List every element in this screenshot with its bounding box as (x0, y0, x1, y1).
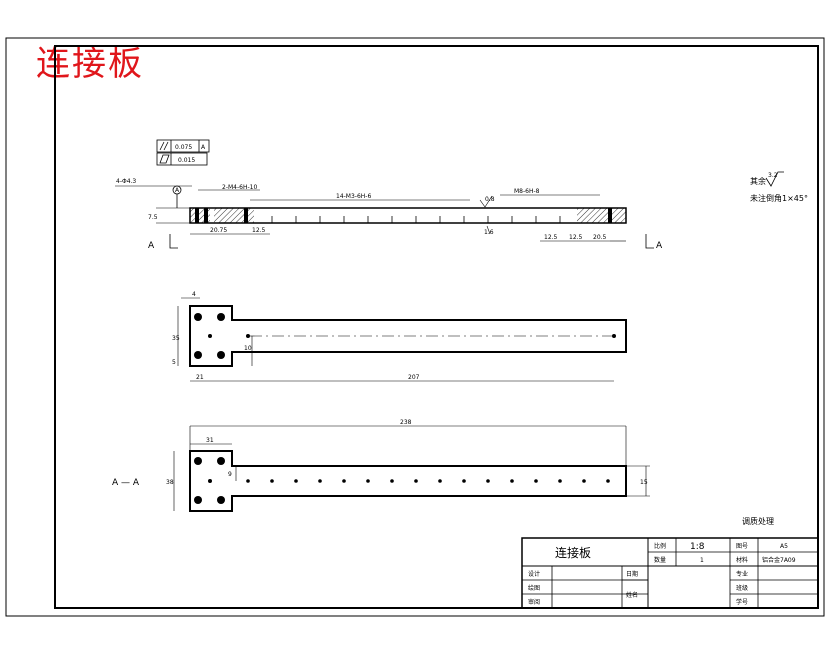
dim-10: 10 (244, 345, 252, 352)
datum-symbol: A (175, 187, 180, 194)
inner-frame (54, 45, 819, 609)
dim-9: 9 (228, 471, 232, 478)
tb-class-label: 班级 (736, 584, 748, 592)
general-note: 其余 3.2 未注倒角1×45° (750, 171, 808, 203)
flatness-value: 0.015 (178, 157, 195, 164)
dim-20-75: 20.75 (210, 227, 227, 234)
flatness-icon (159, 154, 170, 164)
dim-20-5: 20.5 (593, 234, 607, 241)
dim-4: 4 (192, 291, 196, 298)
section-label-left: A (148, 241, 155, 251)
dim-hole-4: 4-Φ4.3 (116, 178, 136, 185)
drawing-title: 连接板 (36, 44, 144, 84)
roughness-bottom: 1.6 (484, 229, 494, 236)
dim-207: 207 (408, 374, 420, 381)
dim-35: 35 (172, 335, 180, 342)
dim-12-5-left: 12.5 (252, 227, 266, 234)
datum-ref: A (201, 144, 206, 151)
front-view: 0.075 A 0.015 A (115, 139, 663, 251)
tb-scale-value: 1:8 (690, 542, 705, 552)
tb-material-value: 铝合金7A09 (762, 556, 796, 564)
tb-material-label: 材料 (736, 556, 748, 564)
note-roughness: 3.2 (768, 172, 778, 179)
tb-draw-label: 绘图 (528, 584, 540, 592)
dim-thread-2: 2-M4-6H-10 (222, 184, 257, 191)
section-label-right: A (656, 241, 663, 251)
tb-scale-label: 比例 (654, 542, 666, 550)
tb-date-label: 日期 (626, 570, 638, 578)
dim-12-5-right: 12.5 (569, 234, 583, 241)
note-other-label: 其余 (750, 176, 766, 186)
tb-student-no-label: 学号 (736, 598, 748, 606)
parallelism-icon (159, 141, 165, 151)
tb-major-label: 专业 (736, 570, 748, 578)
roughness-symbol-icon (765, 171, 784, 187)
dim-12-5-mid: 12.5 (544, 234, 558, 241)
tb-name-label: 姓名 (626, 591, 638, 599)
tb-review-label: 审阅 (528, 598, 540, 606)
tb-part-name: 连接板 (555, 545, 591, 560)
title-block (521, 537, 819, 609)
tb-qty-value: 1 (700, 557, 704, 564)
dim-m8: M8-6H-8 (514, 188, 540, 195)
bottom-view: 238 31 38 9 15 A — A (112, 419, 650, 512)
dim-38: 38 (166, 479, 174, 486)
dim-thickness: 7.5 (148, 214, 158, 221)
dim-31: 31 (206, 437, 214, 444)
dim-5: 5 (172, 359, 176, 366)
dim-21: 21 (196, 374, 204, 381)
dim-thread-14: 14-M3-6H-6 (336, 193, 371, 200)
dim-15: 15 (640, 479, 648, 486)
tb-drawing-no-label: 图号 (736, 543, 748, 550)
note-chamfer: 未注倒角1×45° (750, 193, 808, 203)
tb-drawing-no-value: A5 (780, 543, 788, 550)
heat-treatment-note: 调质处理 (742, 516, 774, 526)
middle-view: 4 35 10 5 21 207 (172, 291, 627, 382)
parallelism-value: 0.075 (175, 144, 192, 151)
section-title-aa: A — A (112, 478, 140, 488)
tb-qty-label: 数量 (654, 556, 666, 564)
outer-frame (5, 37, 825, 617)
roughness-top: 0.8 (485, 196, 495, 203)
tb-design-label: 设计 (528, 570, 540, 578)
dim-238: 238 (400, 419, 412, 426)
